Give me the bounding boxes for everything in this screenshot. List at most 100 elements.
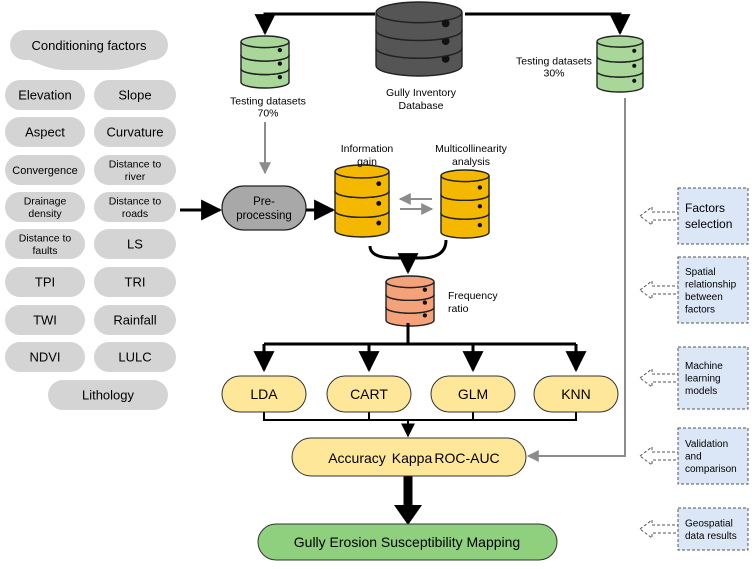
indicator-dot	[376, 220, 382, 226]
arrow-db-to-test	[465, 12, 631, 36]
factor-label: Lithology	[82, 388, 135, 403]
factor-label: NDVI	[29, 350, 60, 365]
indicator-dot	[477, 204, 483, 209]
indicator-dot	[441, 19, 450, 28]
factor-label: TRI	[125, 275, 146, 290]
train-database-icon	[240, 35, 290, 89]
test-database-icon	[596, 35, 644, 93]
factor-label: Elevation	[18, 88, 71, 103]
factor-pill	[5, 342, 85, 372]
preprocessing-label: Pre-processing	[236, 196, 292, 222]
arrow-db-to-train	[254, 12, 375, 36]
factor-pill	[5, 305, 85, 335]
factor-pill	[94, 267, 176, 297]
metric-label: ROC-AUC	[434, 450, 499, 466]
factor-label: LULC	[118, 350, 151, 365]
arrow-test-to-eval	[526, 98, 626, 462]
model-box	[533, 375, 619, 413]
conditioning-title-pill	[10, 30, 168, 60]
factor-pill	[5, 229, 85, 259]
thick-arrow-head	[394, 505, 422, 525]
model-label: CART	[350, 386, 388, 402]
indicator-dot	[422, 313, 428, 318]
evaluation-box	[291, 437, 527, 477]
stage-arrow-icon	[639, 519, 681, 539]
model-box	[221, 375, 307, 413]
model-box	[326, 375, 412, 413]
factor-label: Curvature	[106, 125, 163, 140]
title-connector	[30, 60, 150, 70]
metric-label: Kappa	[392, 450, 433, 466]
factor-pill	[48, 380, 168, 410]
factor-pill	[94, 192, 176, 222]
factor-label: Convergence	[12, 165, 77, 177]
info-gain-database-icon	[334, 164, 390, 238]
output-box	[257, 523, 558, 561]
indicator-dot	[277, 47, 283, 53]
model-label: GLM	[458, 386, 488, 402]
indicator-dot	[277, 61, 283, 66]
indicator-dot	[477, 185, 483, 190]
factor-pill	[5, 192, 85, 222]
conditioning-title: Conditioning factors	[32, 38, 147, 53]
factor-label: TPI	[35, 275, 55, 290]
factor-label: Rainfall	[113, 313, 156, 328]
indicator-dot	[632, 63, 637, 68]
factor-pill	[94, 117, 176, 147]
indicator-dot	[632, 48, 637, 53]
connectors	[180, 12, 631, 525]
factor-pill	[94, 155, 176, 185]
factor-label: Aspect	[25, 125, 65, 140]
inventory-database-icon	[375, 1, 463, 77]
indicator-dot	[277, 74, 283, 80]
indicator-dot	[376, 181, 382, 187]
stage-arrow-icon	[639, 206, 681, 226]
factor-pill	[5, 267, 85, 297]
factor-pill	[5, 117, 85, 147]
stage-arrow-icon	[639, 446, 681, 466]
factor-pill	[5, 155, 85, 185]
factor-pill	[94, 229, 176, 259]
stage-box	[677, 187, 749, 245]
factor-pill	[94, 80, 176, 110]
model-box	[430, 375, 516, 413]
stage-arrow-icon	[639, 280, 681, 300]
stage-box	[677, 346, 749, 410]
factor-pill	[94, 342, 176, 372]
factor-label: TWI	[33, 313, 57, 328]
model-label: KNN	[561, 386, 591, 402]
multicollinearity-database-icon	[440, 169, 490, 239]
stage-box	[677, 427, 749, 485]
stage-arrow-icon	[639, 368, 681, 388]
collection-bar	[263, 412, 577, 421]
indicator-dot	[376, 200, 382, 206]
output-group: Gully Erosion Susceptibility Mapping	[257, 523, 558, 561]
output-label: Gully Erosion Susceptibility Mapping	[294, 534, 520, 550]
metric-label: Accuracy	[328, 450, 386, 466]
frequency-ratio-database-icon	[385, 275, 435, 327]
factor-label: LS	[127, 237, 143, 252]
factor-pill	[5, 80, 85, 110]
